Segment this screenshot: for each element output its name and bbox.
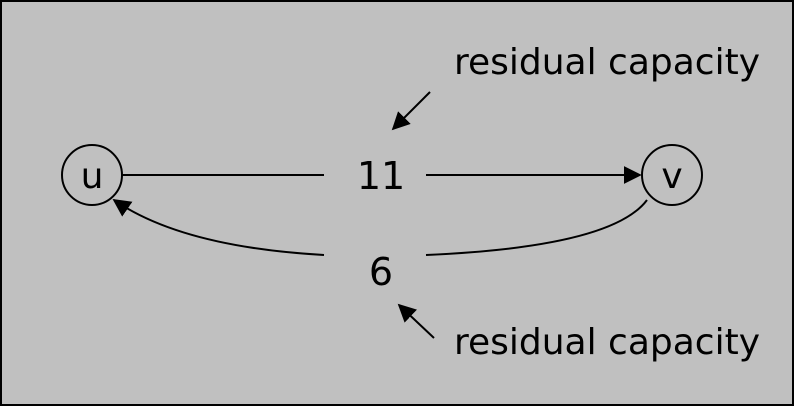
annotation-bottom-arrow	[397, 303, 435, 339]
annotation-top-arrow	[391, 91, 431, 131]
backward-edge-right-segment	[425, 199, 648, 256]
backward-edge-arrow	[112, 198, 325, 256]
backward-edge-label: 6	[369, 250, 393, 294]
node-v-label: v	[661, 156, 682, 197]
node-u: u	[61, 144, 123, 206]
node-v-circle	[641, 144, 703, 206]
node-u-label: u	[81, 156, 104, 197]
forward-edge-label: 11	[357, 154, 405, 198]
annotation-top-text: residual capacity	[454, 42, 760, 83]
node-v: v	[641, 144, 703, 206]
annotation-bottom-text: residual capacity	[454, 322, 760, 363]
